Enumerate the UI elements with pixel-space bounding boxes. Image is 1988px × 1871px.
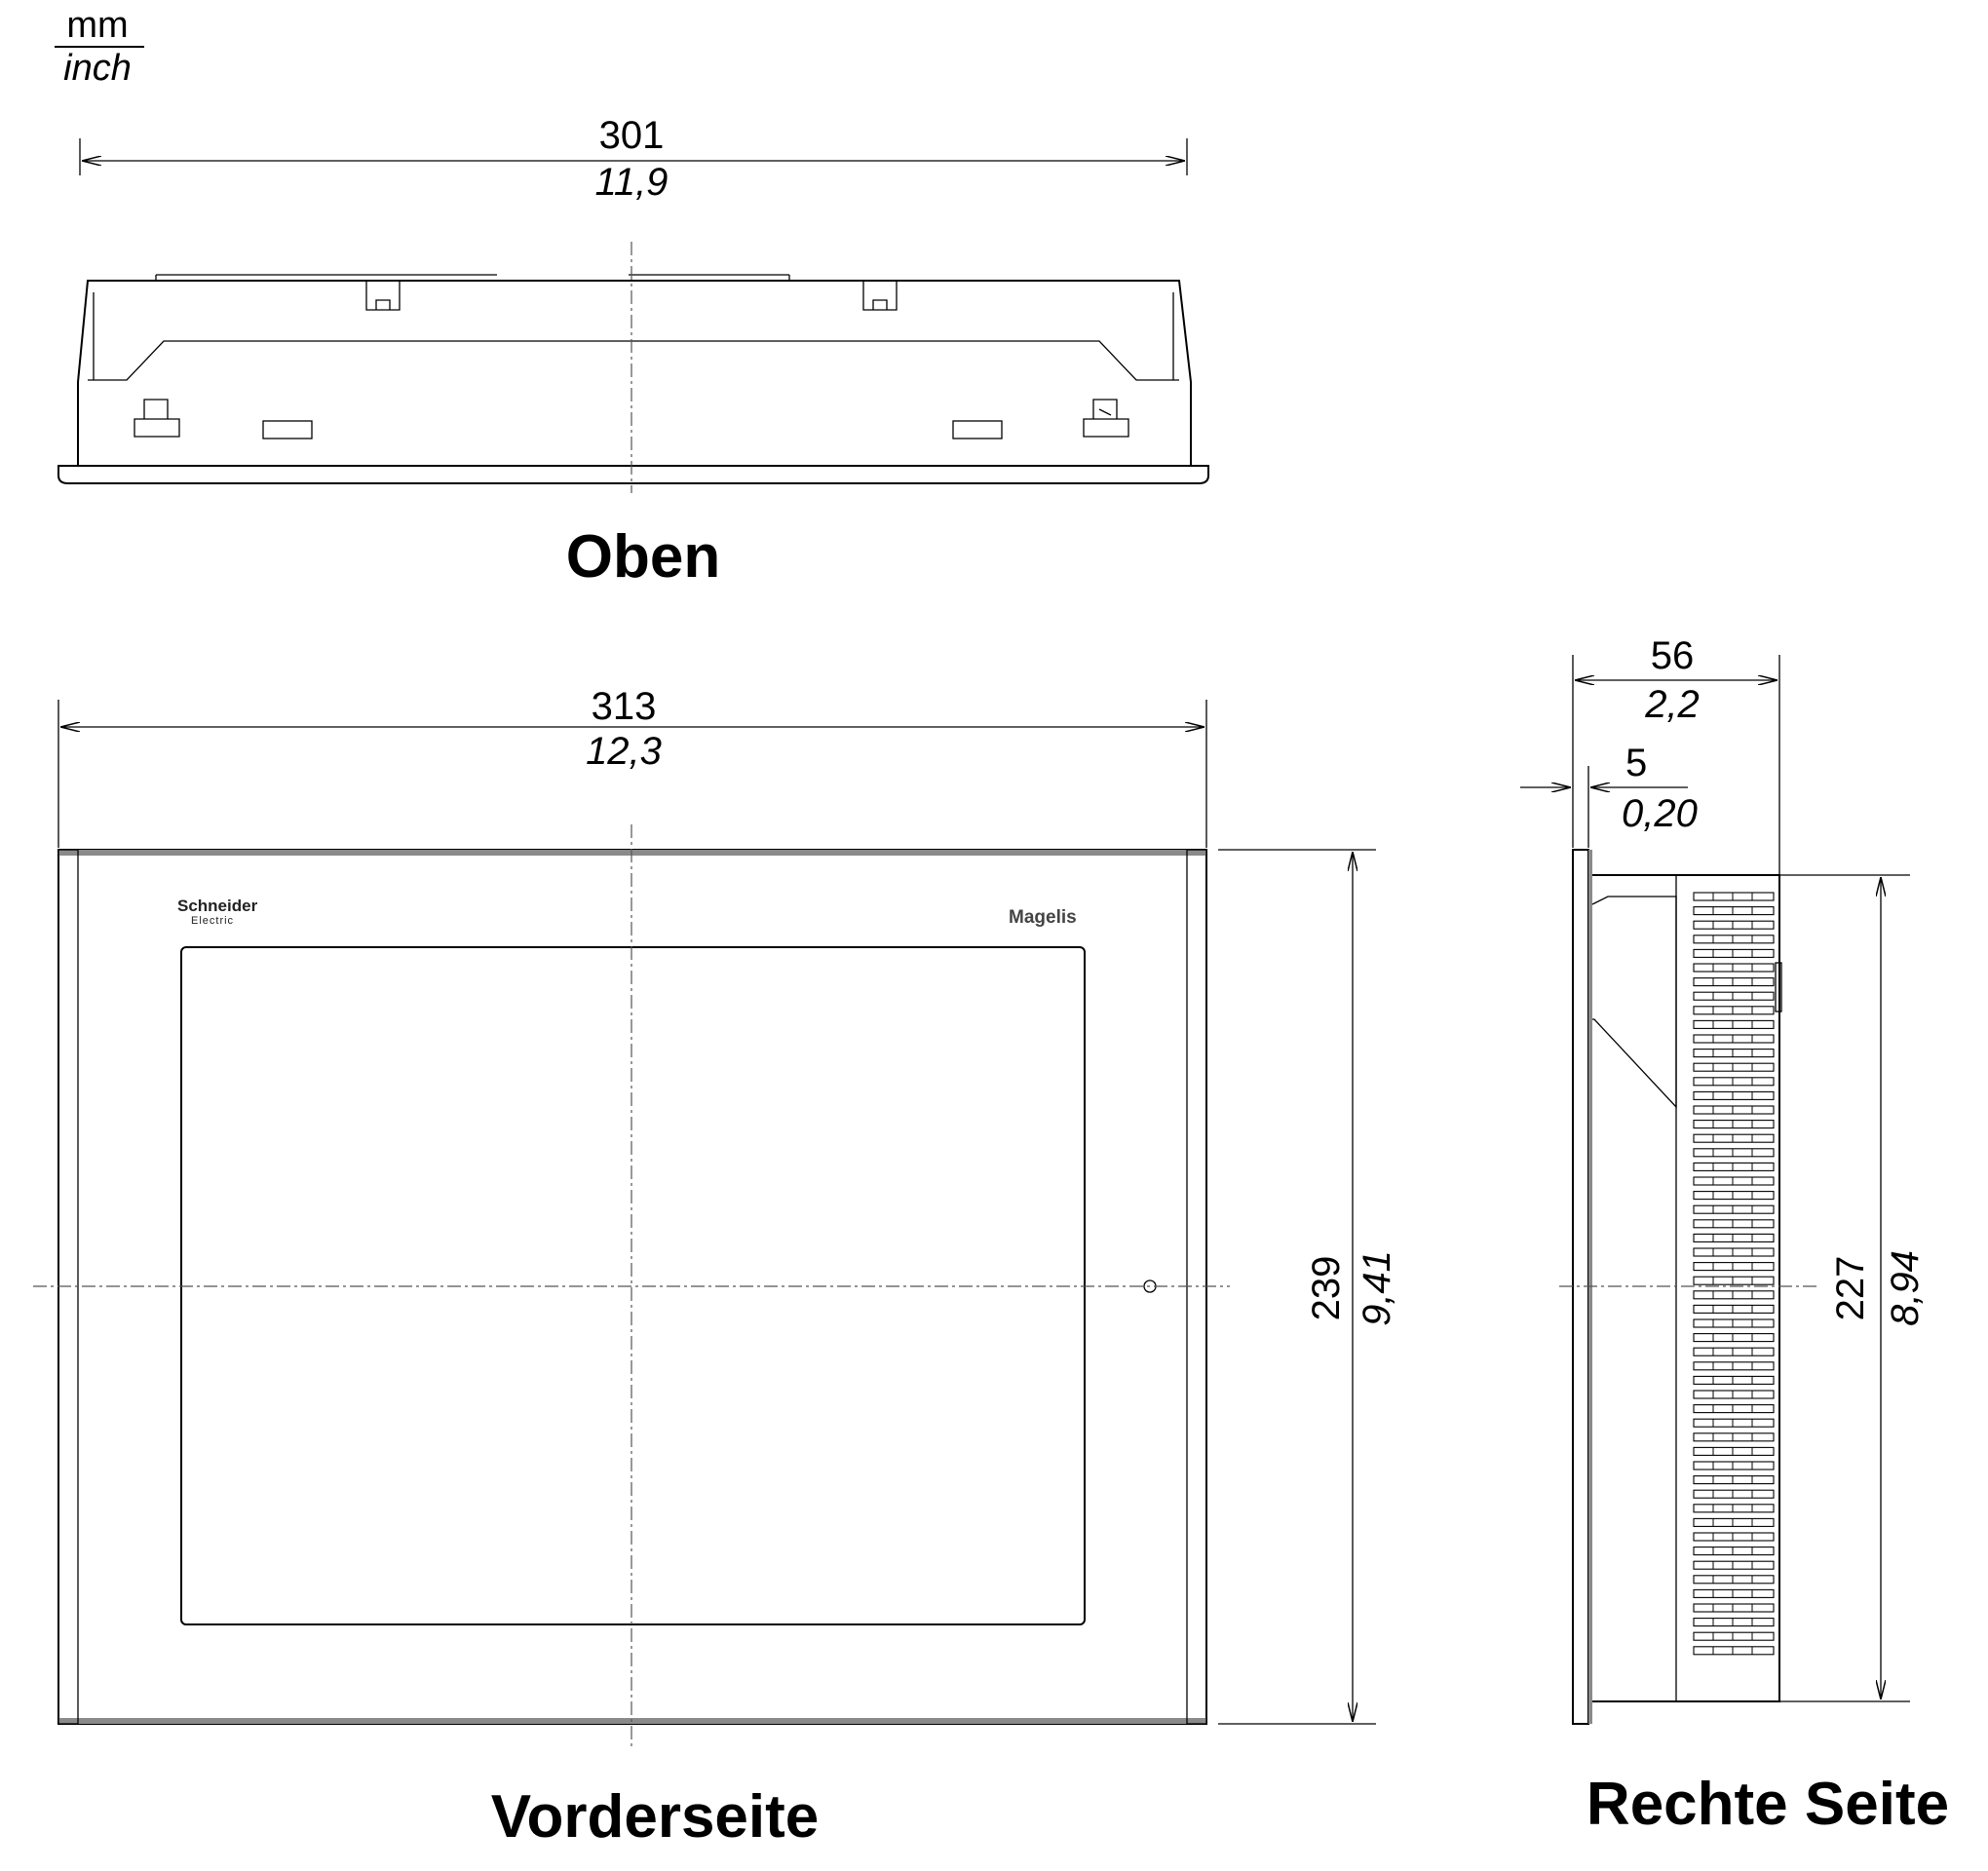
right-bezel-mm: 5 xyxy=(1625,742,1647,784)
vent-slot xyxy=(1693,1461,1775,1470)
right-view: 56 2,2 5 0,20 227 8,94 Rechte Seite xyxy=(1520,634,1949,1838)
top-view-caption: Oben xyxy=(566,523,720,591)
brand-logo: Schneider xyxy=(177,897,258,915)
front-height-mm: 239 xyxy=(1305,1256,1348,1321)
vent-slot xyxy=(1693,920,1775,930)
front-height-inch: 9,41 xyxy=(1356,1250,1398,1326)
vent-slot xyxy=(1693,892,1775,901)
top-clip-right xyxy=(862,281,898,311)
right-bezel-inch: 0,20 xyxy=(1622,792,1698,835)
vent-slot xyxy=(1693,1446,1775,1456)
vent-slot xyxy=(1693,1304,1775,1314)
top-bezel xyxy=(57,465,1209,484)
product-logo: Magelis xyxy=(1009,907,1077,928)
vent-slot xyxy=(1693,1618,1775,1627)
right-vent-grille xyxy=(1693,892,1775,1656)
vent-slot xyxy=(1693,1276,1775,1285)
vent-slot xyxy=(1693,1375,1775,1385)
vent-slot xyxy=(1693,1546,1775,1556)
vent-slot xyxy=(1693,1290,1775,1300)
top-clip-left xyxy=(365,281,401,311)
vent-slot xyxy=(1693,1347,1775,1356)
vent-slot xyxy=(1693,1049,1775,1058)
vent-slot xyxy=(1693,1575,1775,1585)
vent-slot xyxy=(1693,1588,1775,1598)
vent-slot xyxy=(1693,1603,1775,1613)
vent-slot xyxy=(1693,1475,1775,1485)
top-width-inch: 11,9 xyxy=(595,161,669,204)
top-housing-outline xyxy=(77,280,1192,467)
vent-slot xyxy=(1693,1204,1775,1214)
front-bezel-bottom-band xyxy=(58,1718,1206,1724)
vent-slot xyxy=(1693,1361,1775,1371)
vent-slot xyxy=(1693,1006,1775,1015)
top-latch-left xyxy=(134,399,180,438)
vent-slot xyxy=(1693,1219,1775,1229)
top-chamfer-line xyxy=(88,340,1179,381)
vent-slot xyxy=(1693,948,1775,958)
vent-slot xyxy=(1693,1105,1775,1115)
vent-slot xyxy=(1693,1318,1775,1328)
unit-inch-label: inch xyxy=(63,48,132,89)
brand-logo-sub: Electric xyxy=(191,915,234,927)
vent-slot xyxy=(1693,935,1775,944)
vent-slot xyxy=(1693,1077,1775,1087)
right-height-inch: 8,94 xyxy=(1884,1250,1927,1326)
top-latch-right xyxy=(1083,399,1129,438)
unit-mm-label: mm xyxy=(66,5,128,46)
vent-slot xyxy=(1693,1517,1775,1527)
right-view-caption: Rechte Seite xyxy=(1587,1771,1949,1838)
vent-slot xyxy=(1693,1233,1775,1242)
right-housing-outline xyxy=(1592,874,1780,1702)
vent-slot xyxy=(1693,1062,1775,1072)
vent-slot xyxy=(1693,1646,1775,1656)
vent-slot xyxy=(1693,991,1775,1001)
vent-slot xyxy=(1693,1390,1775,1399)
vent-slot xyxy=(1693,1191,1775,1201)
top-width-mm: 301 xyxy=(599,114,665,157)
vent-slot xyxy=(1693,906,1775,916)
vent-slot xyxy=(1693,1432,1775,1442)
vent-slot xyxy=(1693,1133,1775,1143)
vent-slot xyxy=(1693,1034,1775,1044)
top-slot-right xyxy=(952,420,1003,439)
right-depth-inch: 2,2 xyxy=(1644,683,1700,726)
right-housing-chamfer xyxy=(1591,896,1677,1109)
top-view: 301 11,9 Oben xyxy=(57,114,1209,591)
vent-slot xyxy=(1693,1404,1775,1414)
units-legend: mm inch xyxy=(55,5,144,89)
vent-slot xyxy=(1693,1176,1775,1186)
vent-slot xyxy=(1693,1560,1775,1570)
vent-slot xyxy=(1693,963,1775,973)
vent-slot xyxy=(1693,1019,1775,1029)
vent-slot xyxy=(1693,1247,1775,1257)
right-depth-mm: 56 xyxy=(1651,634,1695,677)
vent-slot xyxy=(1693,1489,1775,1499)
front-display-area xyxy=(180,946,1086,1625)
front-width-mm: 313 xyxy=(592,685,657,728)
vent-slot xyxy=(1693,977,1775,987)
right-height-mm: 227 xyxy=(1829,1256,1872,1321)
vent-slot xyxy=(1693,1333,1775,1343)
front-view-caption: Vorderseite xyxy=(491,1783,820,1851)
vent-slot xyxy=(1693,1262,1775,1272)
vent-slot xyxy=(1693,1418,1775,1428)
vent-slot xyxy=(1693,1162,1775,1171)
front-view: 313 12,3 Schneider Electric Magelis 239 … xyxy=(33,685,1398,1851)
vent-slot xyxy=(1693,1631,1775,1641)
vent-slot xyxy=(1693,1532,1775,1542)
vent-slot xyxy=(1693,1504,1775,1513)
front-width-inch: 12,3 xyxy=(586,730,662,773)
vent-slot xyxy=(1693,1090,1775,1100)
right-side-clip xyxy=(1775,962,1782,1012)
vent-slot xyxy=(1693,1148,1775,1158)
vent-slot xyxy=(1693,1120,1775,1129)
top-slot-left xyxy=(262,420,313,439)
front-bezel-top-band xyxy=(58,850,1206,856)
